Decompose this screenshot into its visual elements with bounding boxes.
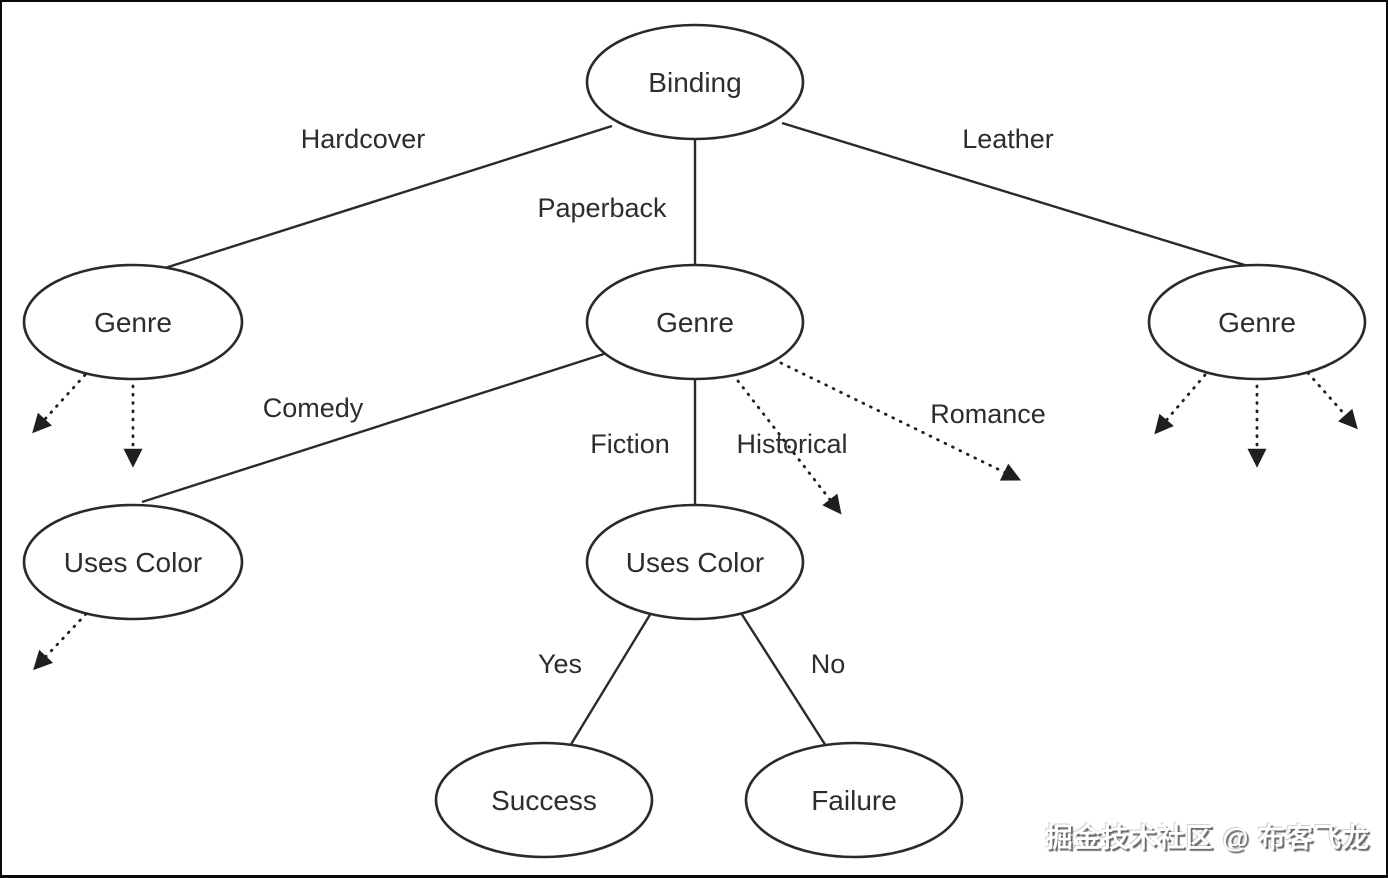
node-failure-ellipse bbox=[744, 741, 964, 859]
node-genre-left-ellipse bbox=[22, 263, 244, 381]
edge-label-no: No bbox=[811, 649, 846, 679]
node-genre-left-label: Genre bbox=[94, 307, 172, 338]
node-binding: Binding bbox=[585, 23, 805, 141]
node-uses-color-mid-ellipse bbox=[585, 503, 805, 621]
edge-genre-comedy bbox=[141, 351, 608, 504]
pruned-arrow-usescolor-left bbox=[33, 612, 88, 671]
node-uses-color-left-label: Uses Color bbox=[64, 547, 202, 578]
edge-usescolor-yes bbox=[568, 612, 653, 747]
node-genre-mid: Genre bbox=[585, 263, 805, 381]
edge-label-paperback: Paperback bbox=[537, 193, 667, 223]
node-uses-color-mid-label: Uses Color bbox=[626, 547, 764, 578]
node-success-label: Success bbox=[491, 785, 597, 816]
node-binding-ellipse bbox=[585, 23, 805, 141]
pruned-arrow-genre-right-1 bbox=[1154, 373, 1207, 435]
node-genre-left: Genre bbox=[22, 263, 244, 381]
node-binding-label: Binding bbox=[648, 67, 741, 98]
edge-label-comedy: Comedy bbox=[263, 393, 364, 423]
node-failure: Failure bbox=[744, 741, 964, 859]
node-genre-mid-ellipse bbox=[585, 263, 805, 381]
edge-label-fiction: Fiction bbox=[590, 429, 670, 459]
node-uses-color-mid: Uses Color bbox=[585, 503, 805, 621]
edge-label-leather: Leather bbox=[962, 124, 1054, 154]
node-success: Success bbox=[434, 741, 654, 859]
node-uses-color-left: Uses Color bbox=[22, 503, 244, 621]
watermark-text: 掘金技术社区 @ 布客飞龙 bbox=[1045, 823, 1370, 853]
pruned-arrow-genre-left-1 bbox=[32, 373, 87, 434]
node-success-ellipse bbox=[434, 741, 654, 859]
edge-label-romance: Romance bbox=[930, 399, 1046, 429]
pruned-arrow-romance bbox=[779, 361, 1022, 481]
node-uses-color-left-ellipse bbox=[22, 503, 244, 621]
edge-label-historical: Historical bbox=[736, 429, 847, 459]
edge-label-yes: Yes bbox=[538, 649, 582, 679]
edge-label-hardcover: Hardcover bbox=[301, 124, 426, 154]
node-failure-label: Failure bbox=[811, 785, 897, 816]
edge-usescolor-no bbox=[739, 612, 828, 747]
pruned-arrow-historical bbox=[736, 379, 842, 515]
node-genre-mid-label: Genre bbox=[656, 307, 734, 338]
node-genre-right-label: Genre bbox=[1218, 307, 1296, 338]
pruned-arrow-genre-right-3 bbox=[1306, 371, 1358, 430]
edge-binding-leather bbox=[781, 121, 1249, 268]
node-genre-right-ellipse bbox=[1147, 263, 1367, 381]
edge-binding-hardcover bbox=[164, 124, 613, 270]
node-genre-right: Genre bbox=[1147, 263, 1367, 381]
